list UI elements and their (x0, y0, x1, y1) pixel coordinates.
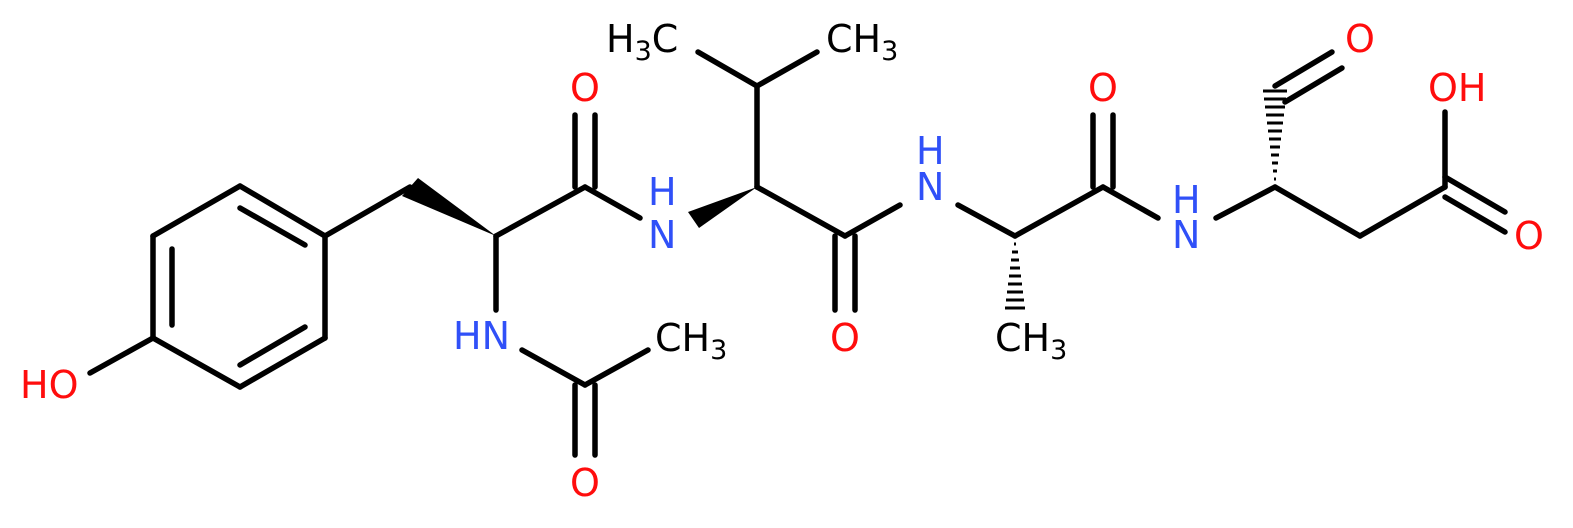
bond (1272, 49, 1335, 89)
wedge-bond (688, 187, 757, 228)
bond (842, 202, 903, 239)
methyl-label: CH3 (995, 316, 1067, 366)
oxygen-label: O (1088, 66, 1118, 110)
nitrogen-label: N (648, 213, 676, 257)
bond (1282, 65, 1345, 105)
methyl-label: CH3 (826, 17, 898, 67)
bond (754, 49, 820, 89)
wedge-bond (402, 178, 496, 236)
bond (1357, 184, 1448, 239)
amine-label: HN (453, 314, 510, 358)
oxygen-label: O (570, 66, 600, 110)
hydrogen-label: H (1172, 178, 1201, 222)
nitrogen-label: N (916, 165, 944, 209)
hydroxyl-label: HO (20, 363, 78, 407)
bond (322, 184, 413, 239)
bond (754, 184, 848, 239)
methyl-label: H3C (606, 17, 678, 67)
oxygen-label: O (1345, 17, 1375, 61)
bond (695, 49, 760, 89)
hydroxyl-label: OH (1428, 66, 1486, 110)
bond (1442, 194, 1508, 235)
hydrogen-label: H (648, 170, 677, 214)
oxygen-label: O (830, 316, 860, 360)
bond (955, 202, 1018, 239)
bond (237, 205, 308, 248)
oxygen-label: O (570, 461, 600, 505)
bond (87, 335, 156, 376)
bond (1442, 174, 1508, 215)
bond (1213, 184, 1278, 221)
hash-bond (1005, 242, 1025, 310)
bond (519, 347, 588, 388)
bonds (87, 49, 1508, 458)
bond (1100, 184, 1161, 221)
stereo-bonds (402, 89, 1287, 310)
bond (1272, 184, 1363, 239)
bond (582, 184, 643, 221)
nitrogen-label: N (1172, 213, 1200, 257)
hydrogen-label: H (916, 129, 945, 173)
bond (493, 184, 588, 239)
bond (150, 335, 243, 390)
bond (237, 183, 328, 239)
bond (582, 347, 651, 388)
bond (1012, 184, 1106, 239)
bond (150, 183, 243, 239)
methyl-label: CH3 (655, 316, 727, 366)
hash-bond (1263, 89, 1287, 181)
atom-labels: HO HN CH3 O O N H H3C CH3 O H N CH3 O H … (20, 17, 1544, 505)
oxygen-label: O (1514, 214, 1544, 258)
bond (237, 335, 328, 390)
bond (237, 324, 308, 368)
